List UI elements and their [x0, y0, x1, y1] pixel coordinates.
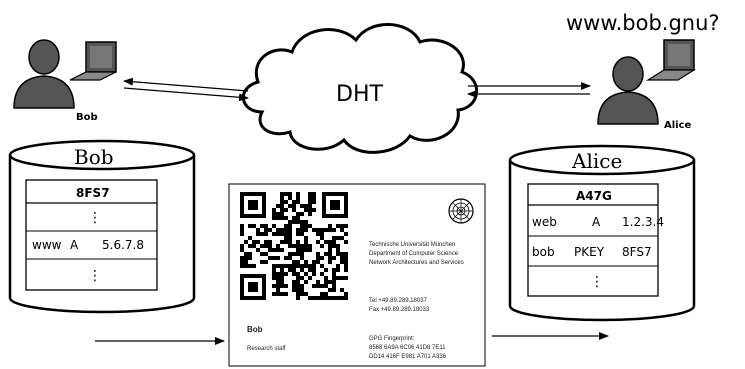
- card-fingerprint-label: GPG Fingerprint:: [369, 336, 415, 342]
- record-name: www: [32, 238, 62, 252]
- record-type: A: [70, 238, 79, 252]
- card-fax: Fax +49.89.289.18033: [369, 307, 430, 313]
- card-tel: Tel +49.89.289.18037: [369, 298, 428, 304]
- university-seal-icon: [448, 198, 474, 224]
- alice-laptop-icon: [645, 39, 697, 81]
- dht-to-bob-arrow: [123, 77, 249, 92]
- record-name: web: [532, 215, 557, 229]
- alice-zone-key: A47G: [576, 189, 612, 203]
- record-value: 5.6.7.8: [102, 238, 144, 252]
- alice-name-label: Alice: [664, 120, 692, 131]
- card-fingerprint-line: DD14 416F E981 A701 A336: [369, 354, 447, 360]
- bob-zone-table: [25, 179, 158, 291]
- record-value: 1.2.3.4: [622, 215, 664, 229]
- dht-cloud: [241, 23, 479, 154]
- table-row-ellipsis: ⋮: [590, 274, 604, 290]
- bob-to-dht-arrow: [123, 87, 249, 102]
- bob-name-label: Bob: [76, 112, 98, 123]
- card-org-line: Technische Universität München: [369, 242, 455, 248]
- alice-zone-table: [527, 183, 659, 297]
- dht-label: DHT: [336, 82, 383, 107]
- alice-db-title: Alice: [571, 149, 622, 173]
- alice-person-icon: [597, 56, 659, 125]
- card-person-name: Bob: [247, 325, 263, 334]
- record-name: bob: [532, 245, 555, 259]
- record-value: 8FS7: [622, 245, 652, 259]
- card-fingerprint-line: 8568 6A9A 6C06 41D8 7E11: [369, 345, 446, 351]
- bob-zone-key: 8FS7: [76, 186, 110, 200]
- query-label: www.bob.gnu?: [566, 11, 720, 35]
- card-org-line: Department of Computer Science: [369, 251, 459, 257]
- record-type: A: [592, 215, 601, 229]
- qr-code-icon: [238, 190, 350, 302]
- card-role: Research staff: [247, 346, 286, 352]
- table-row-ellipsis: ⋮: [88, 268, 102, 284]
- bob-db-title: Bob: [74, 145, 114, 169]
- record-type: PKEY: [574, 245, 605, 259]
- card-org-line: Network Architectures and Services: [369, 260, 464, 266]
- table-row-ellipsis: ⋮: [88, 210, 102, 226]
- bob-laptop-icon: [69, 41, 117, 81]
- bob-person-icon: [13, 39, 75, 109]
